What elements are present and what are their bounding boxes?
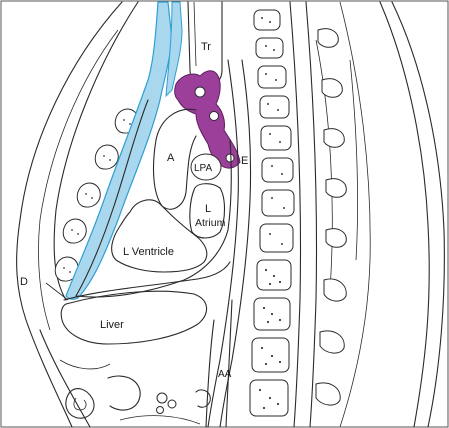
purple-node-1 bbox=[195, 87, 205, 97]
label-liver: Liver bbox=[100, 319, 124, 331]
aorta bbox=[154, 109, 196, 209]
purple-node-2 bbox=[210, 112, 219, 121]
label-l-ventricle: L Ventricle bbox=[123, 246, 174, 258]
posterior-muscle-line-2 bbox=[316, 40, 332, 290]
label-lpa: LPA bbox=[194, 163, 212, 174]
abdomen-line bbox=[120, 416, 200, 424]
posterior-rib-line bbox=[350, 60, 358, 260]
vessel-loop bbox=[196, 390, 210, 407]
bowel-loop-4 bbox=[168, 400, 176, 408]
bowel-loop-1 bbox=[66, 389, 94, 419]
label-a: A bbox=[167, 152, 175, 164]
label-aa: AA bbox=[218, 369, 232, 380]
d-pointer-line bbox=[46, 283, 68, 300]
bowel-loop-3 bbox=[157, 393, 167, 403]
back-skin-contour bbox=[392, 2, 444, 427]
left-ventricle bbox=[112, 200, 207, 272]
label-tr: Tr bbox=[201, 41, 211, 53]
label-atrium: Atrium bbox=[195, 217, 226, 229]
spine bbox=[250, 2, 346, 427]
trachea-inner-line bbox=[194, 2, 196, 66]
bowel-loop-5 bbox=[157, 407, 164, 414]
posterior-muscle-line bbox=[340, 2, 370, 427]
back-muscle-contour bbox=[380, 2, 429, 427]
abdomen-fold bbox=[60, 360, 110, 369]
label-d: D bbox=[20, 276, 28, 288]
liver bbox=[61, 291, 206, 344]
label-l: L bbox=[205, 203, 211, 215]
label-e: E bbox=[241, 155, 248, 167]
purple-node-3 bbox=[226, 154, 234, 162]
bowel-loop-2 bbox=[108, 376, 140, 410]
